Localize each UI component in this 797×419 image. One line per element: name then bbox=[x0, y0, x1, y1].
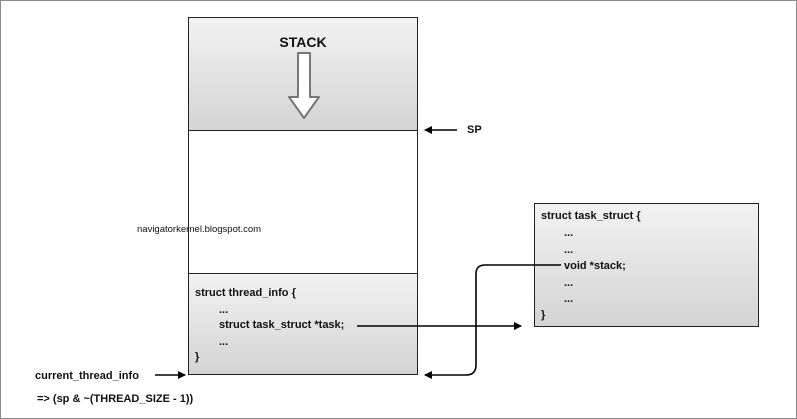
stack-pointer-arrow-icon bbox=[424, 264, 561, 379]
task-struct-line-2: ... bbox=[564, 244, 574, 256]
task-struct-line-0: struct task_struct { bbox=[541, 210, 641, 222]
thread-info-line-2: struct task_struct *task; bbox=[219, 319, 345, 331]
thread-info-line-1: ... bbox=[219, 304, 229, 316]
thread-info-line-0: struct thread_info { bbox=[195, 287, 296, 299]
watermark-text: navigatorkernel.blogspot.com bbox=[137, 224, 262, 235]
task-struct-line-4: ... bbox=[564, 277, 574, 289]
thread-info-box: struct thread_info { ... struct task_str… bbox=[188, 273, 418, 375]
thread-info-line-3: ... bbox=[219, 336, 229, 348]
current-thread-info-label: current_thread_info bbox=[35, 370, 139, 382]
thread-info-line-4: } bbox=[195, 351, 200, 363]
task-struct-line-1: ... bbox=[564, 227, 574, 239]
task-struct-line-6: } bbox=[541, 309, 546, 321]
task-struct-line-3: void *stack; bbox=[564, 260, 626, 272]
stack-free-space: navigatorkernel.blogspot.com bbox=[137, 130, 418, 274]
task-struct-line-5: ... bbox=[564, 293, 574, 305]
sp-label: SP bbox=[467, 124, 482, 136]
stack-grow-down-icon bbox=[288, 52, 320, 119]
current-thread-info-formula: => (sp & ~(THREAD_SIZE - 1)) bbox=[37, 393, 194, 405]
stack-title: STACK bbox=[279, 34, 327, 50]
